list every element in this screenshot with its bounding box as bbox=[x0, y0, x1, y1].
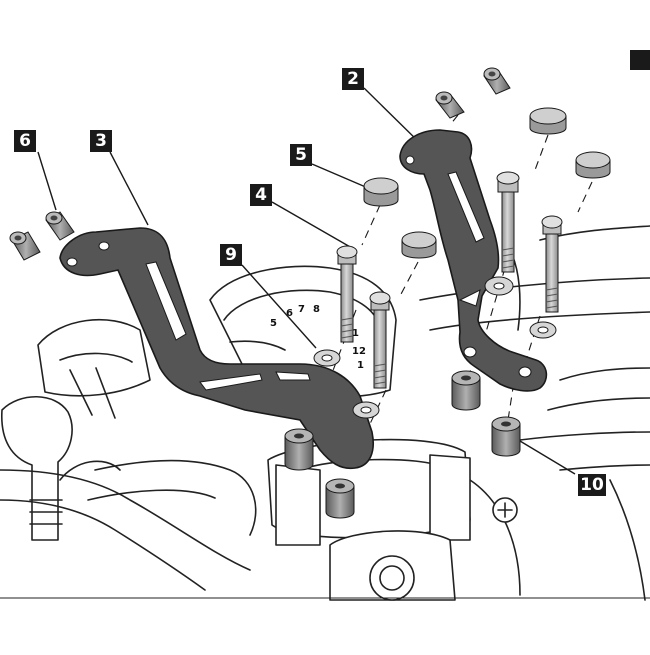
callout-part-2: 2 bbox=[342, 68, 364, 90]
callout-part-6: 6 bbox=[14, 130, 36, 152]
washer bbox=[313, 349, 341, 367]
callout-part-9: 9 bbox=[220, 244, 242, 266]
washer bbox=[529, 321, 557, 339]
bushings-left bbox=[9, 211, 75, 261]
bushing bbox=[45, 211, 75, 241]
leader-lines bbox=[37, 87, 576, 475]
callout-part-10: 10 bbox=[578, 474, 606, 496]
cap bbox=[529, 107, 567, 135]
bushing bbox=[9, 231, 41, 261]
dash-number-8: 8 bbox=[313, 304, 320, 315]
bushing bbox=[483, 67, 511, 95]
dash-number-5: 5 bbox=[270, 318, 277, 329]
cap bbox=[575, 151, 611, 179]
dash-number-6: 6 bbox=[286, 308, 293, 319]
washer bbox=[352, 401, 380, 419]
bolt bbox=[541, 215, 563, 313]
spacer bbox=[284, 428, 314, 471]
bolt-caps bbox=[363, 107, 611, 259]
riser-spacers bbox=[284, 370, 521, 519]
page-marker bbox=[630, 50, 650, 70]
bolt bbox=[369, 291, 391, 389]
callout-part-4: 4 bbox=[250, 184, 272, 206]
bracket-left bbox=[59, 227, 374, 470]
callout-part-5: 5 bbox=[290, 144, 312, 166]
cap bbox=[401, 231, 437, 259]
spacer bbox=[451, 370, 481, 411]
spacer bbox=[491, 416, 521, 457]
callout-part-3: 3 bbox=[90, 130, 112, 152]
dash-number-12: 12 bbox=[352, 346, 366, 357]
bolts bbox=[336, 171, 563, 389]
bushings-right bbox=[435, 67, 511, 119]
dash-number-7: 7 bbox=[298, 304, 305, 315]
washers bbox=[313, 276, 557, 419]
spacer bbox=[325, 478, 355, 519]
cap bbox=[363, 177, 399, 207]
bracket-right bbox=[399, 129, 548, 392]
bolt bbox=[336, 245, 358, 343]
bolt bbox=[496, 171, 520, 273]
washer bbox=[484, 276, 514, 296]
dash-number-1: 1 bbox=[357, 360, 364, 371]
bushing bbox=[435, 91, 465, 119]
